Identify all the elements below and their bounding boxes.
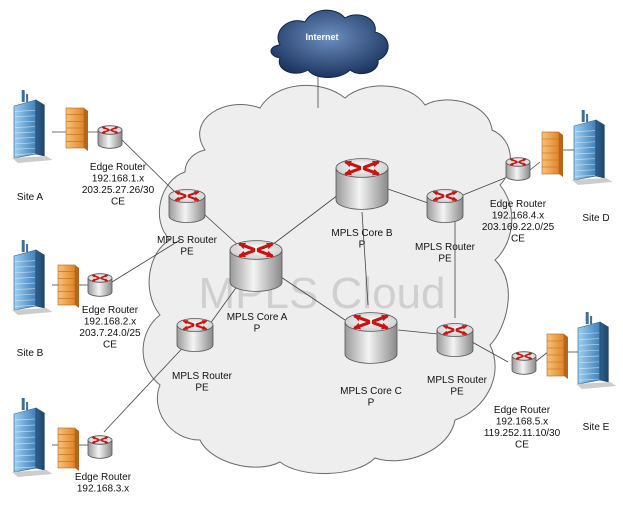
core-router-c (344, 312, 398, 364)
pe-router-pe4 (436, 323, 474, 357)
core-router-label-b-line: P (359, 240, 366, 251)
pe-router-label-pe4-line: MPLS Router (427, 375, 488, 386)
edge-router-e (511, 351, 537, 375)
core-router-b (335, 158, 389, 210)
edge-router-label-a-line: Edge Router (90, 162, 147, 173)
internet-cloud: Internet (270, 9, 389, 78)
edge-router-label-b-line: 192.168.2.x (84, 317, 136, 328)
firewall-site-d (541, 131, 563, 177)
edge-router-label-d-line: 192.168.4.x (492, 211, 544, 222)
building-site-c (12, 398, 53, 477)
edge-router-a (97, 125, 123, 149)
core-router-label-a-line: MPLS Core A (227, 312, 288, 323)
pe-router-label-pe2-line: MPLS Router (415, 242, 476, 253)
firewall-site-a (65, 107, 88, 151)
edge-router-label-e-line: CE (515, 440, 529, 451)
edge-router-b (87, 273, 113, 297)
edge-router-label-b-line: Edge Router (82, 305, 139, 316)
pe-router-label-pe4-line: PE (450, 387, 464, 398)
edge-router-label-c-line: Edge Router (75, 472, 132, 483)
pe-router-label-pe2-line: PE (438, 254, 452, 265)
edge-router-label-c-line: 192.168.3.x (77, 484, 129, 495)
edge-router-d (505, 157, 531, 181)
edge-router-label-a-line: 192.168.1.x (92, 174, 144, 185)
edge-router-label-d-line: CE (511, 234, 525, 245)
edge-router-label-b-line: CE (103, 340, 117, 351)
site-label-e: Site E (583, 422, 610, 433)
edge-router-label-a-line: CE (111, 197, 125, 208)
edge-router-c (87, 435, 113, 459)
core-router-label-c-line: MPLS Core C (340, 386, 402, 397)
firewall-site-c (57, 427, 79, 471)
edge-router-label-e-line: 119.252.11.10/30 (484, 428, 561, 439)
edge-router-label-b-line: 203.7.24.0/25 (79, 328, 141, 339)
pe-router-label-pe3-line: MPLS Router (172, 371, 233, 382)
edge-router-label-d-line: Edge Router (490, 199, 547, 210)
core-router-label-b-line: MPLS Core B (331, 228, 392, 239)
building-site-b (12, 240, 53, 315)
edge-router-label-e-line: Edge Router (494, 405, 551, 416)
edge-router-label-a-line: 203.25.27.26/30 (82, 185, 155, 196)
building-site-d (572, 110, 613, 185)
core-router-a (229, 240, 283, 292)
pe-router-pe2 (426, 189, 464, 223)
pe-router-pe1 (168, 189, 206, 223)
pe-router-label-pe3-line: PE (195, 383, 209, 394)
site-label-b: Site B (17, 348, 44, 359)
firewall-site-b (57, 264, 79, 308)
firewall-site-e (546, 333, 568, 379)
building-site-a (12, 90, 53, 163)
pe-router-label-pe1-line: PE (180, 247, 194, 258)
core-router-label-a-line: P (254, 324, 261, 335)
core-router-label-c-line: P (368, 398, 375, 409)
pe-router-label-pe1-line: MPLS Router (157, 235, 218, 246)
pe-router-pe3 (176, 318, 214, 352)
edge-router-label-e-line: 192.168.5.x (496, 417, 548, 428)
building-site-e (576, 312, 617, 389)
site-label-a: Site A (17, 192, 43, 203)
internet-label: Internet (305, 32, 338, 42)
mpls-cloud: MPLS Cloud (142, 84, 513, 475)
edge-router-label-d-line: 203.169.22.0/25 (482, 222, 555, 233)
site-label-d: Site D (582, 213, 609, 224)
